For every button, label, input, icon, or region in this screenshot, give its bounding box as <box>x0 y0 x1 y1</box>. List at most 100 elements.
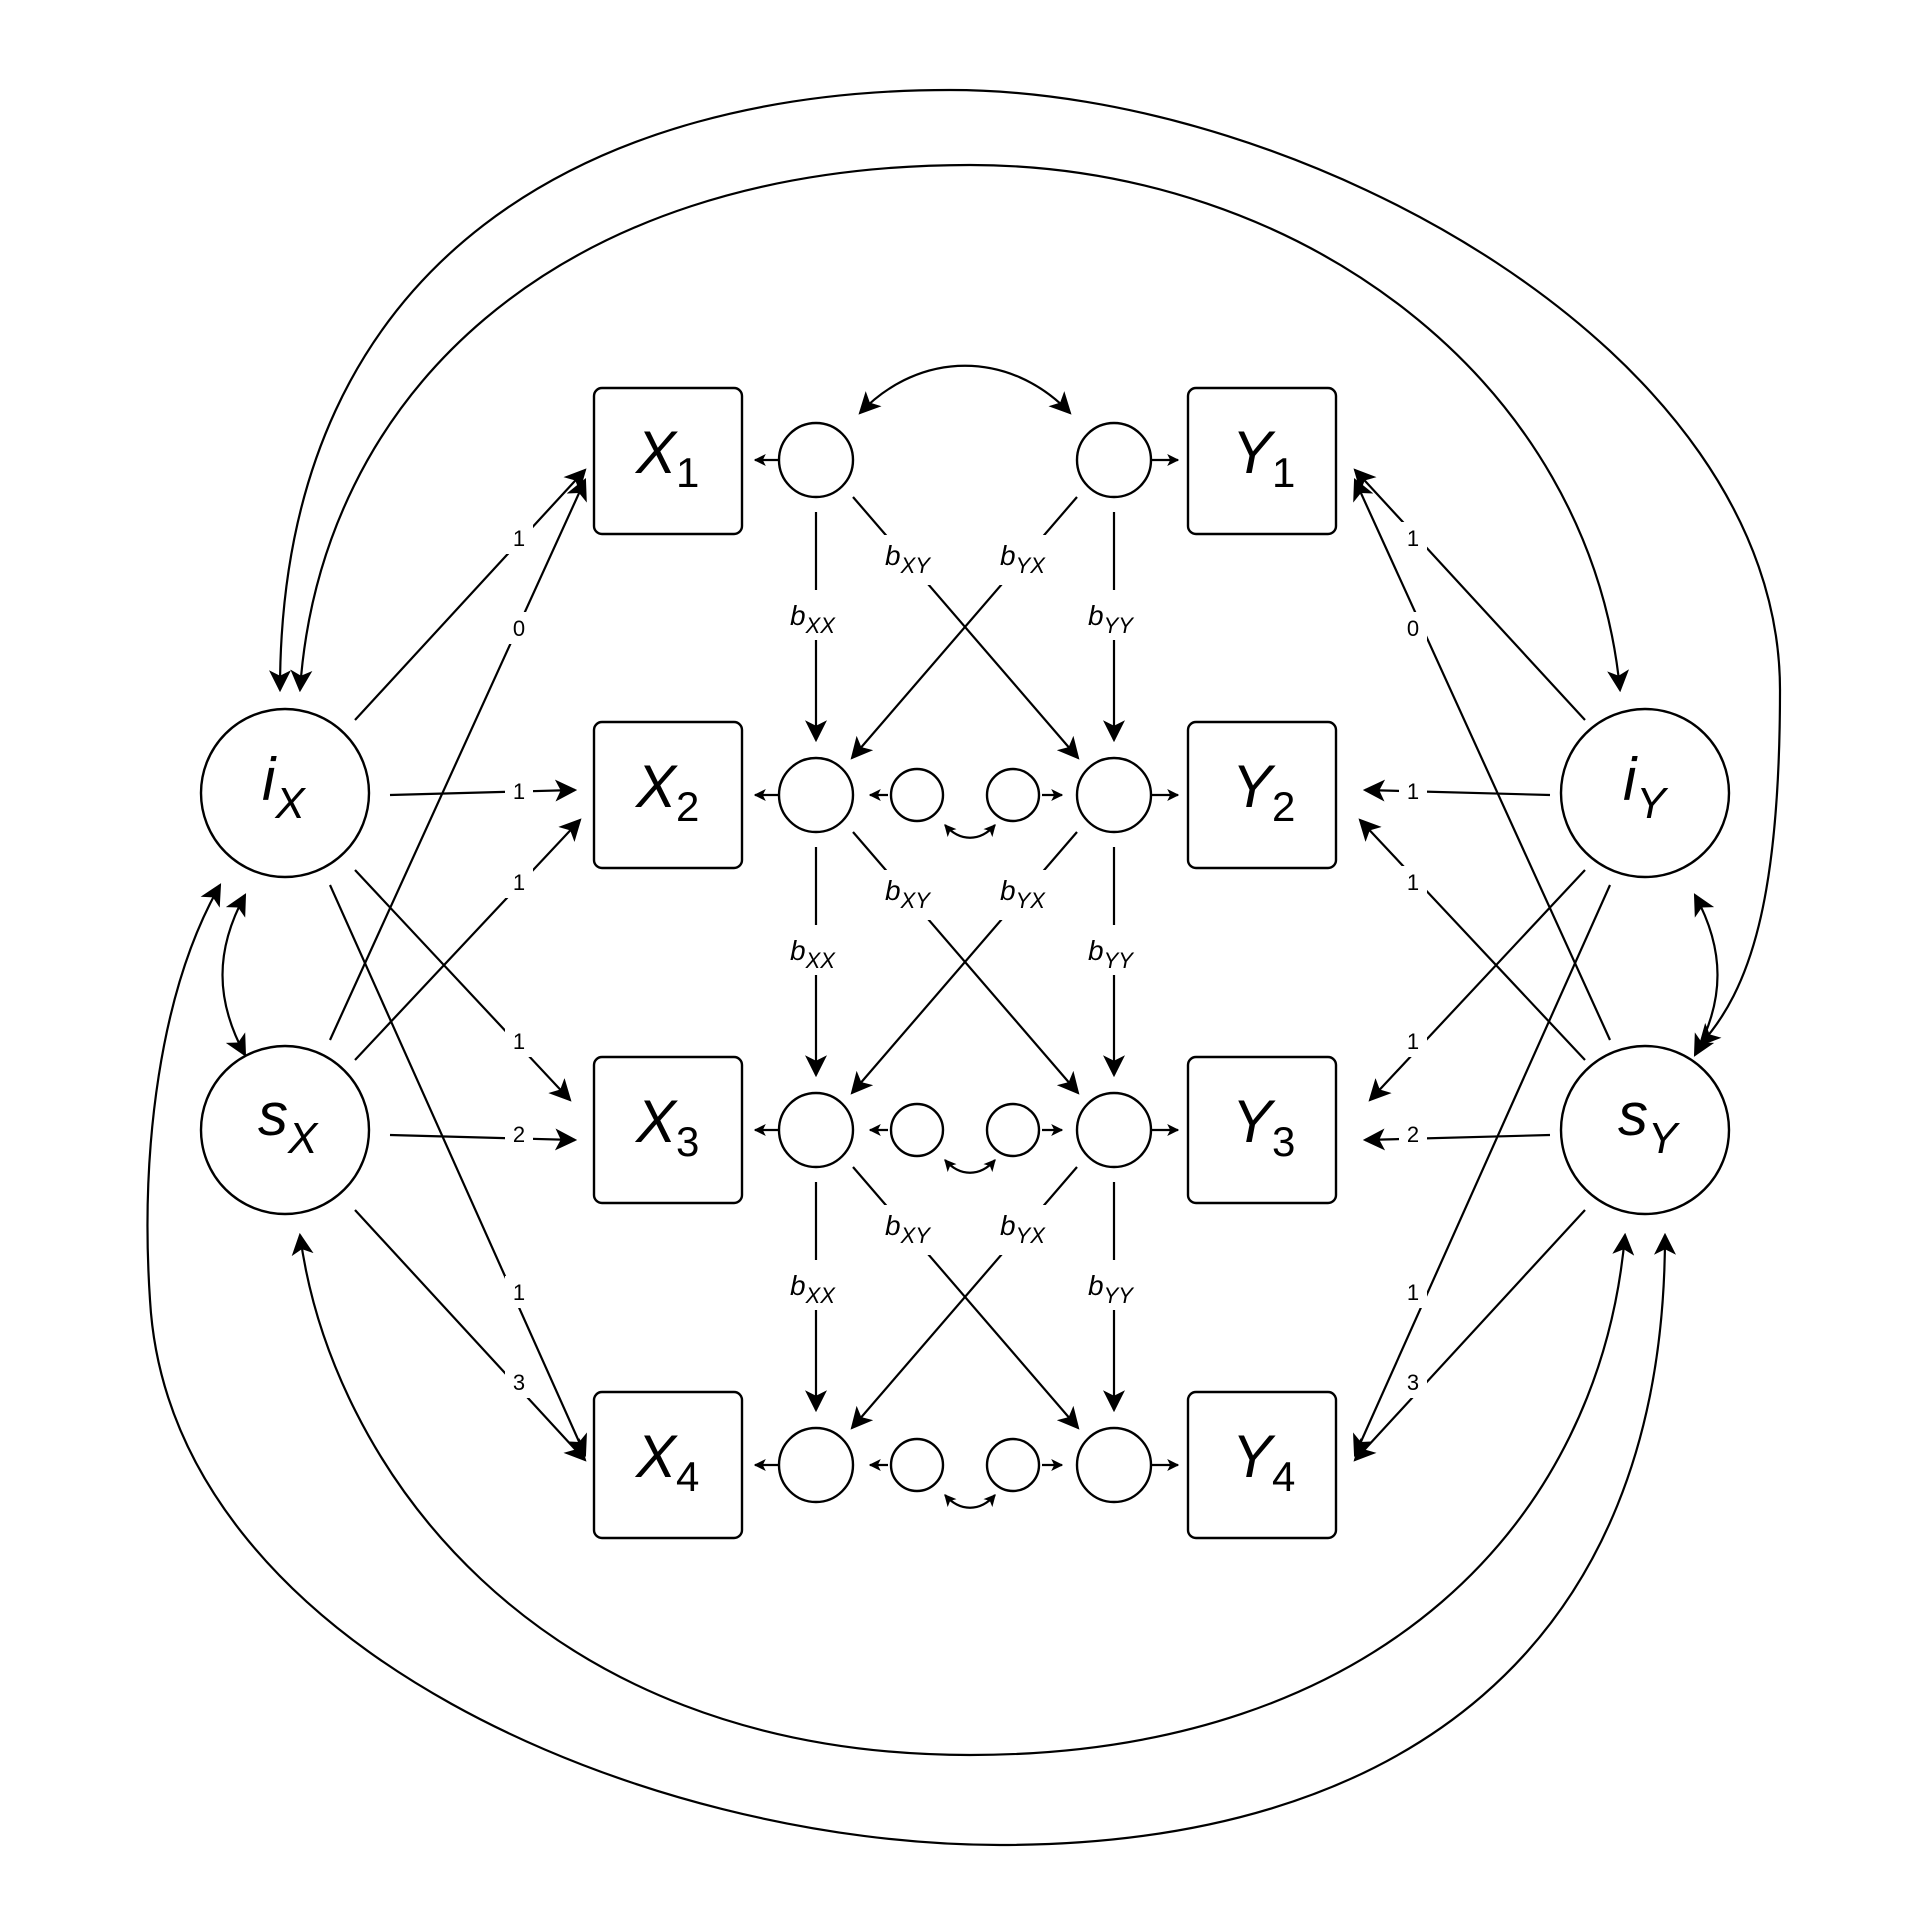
label-bxx-2: bXX <box>790 935 836 973</box>
observed-y2: Y2 <box>1186 720 1338 870</box>
loading-label-ix-x4: 1 <box>513 1280 525 1305</box>
svg-text:iX: iX <box>262 746 306 828</box>
loading-label-sy-y2: 1 <box>1407 870 1419 895</box>
loading-label-iy-y2: 1 <box>1407 779 1419 804</box>
observed-x2: X2 <box>592 720 744 870</box>
factor-covariances <box>146 88 1782 1847</box>
loading-sy-y1 <box>1353 477 1612 1041</box>
label-byx-1: bYX <box>1000 540 1046 578</box>
covariance-ix-sx <box>221 893 247 1057</box>
innov-covariance-t4 <box>944 1494 996 1509</box>
loading-sx-x1 <box>328 477 587 1041</box>
svg-text:sY: sY <box>1618 1081 1680 1163</box>
observed-y3: Y3 <box>1186 1055 1338 1205</box>
innov-covariance-t3 <box>944 1159 996 1174</box>
observed-x1: X1 <box>592 386 744 536</box>
loading-label-sy-y3: 2 <box>1407 1122 1419 1147</box>
factor-intercept-x: iX <box>199 707 371 879</box>
loading-label-iy-y4: 1 <box>1407 1280 1419 1305</box>
loading-label-iy-y1: 1 <box>1407 526 1419 551</box>
loading-ix-x1 <box>354 468 587 721</box>
label-byx-3: bYX <box>1000 1210 1046 1248</box>
loading-label-iy-y3: 1 <box>1407 1029 1419 1054</box>
residual-y2 <box>1075 756 1153 834</box>
residual-x3 <box>777 1091 855 1169</box>
svg-text:Y2: Y2 <box>1232 753 1295 830</box>
covariance-sx-sy-arc <box>291 1232 1635 1757</box>
loading-sy-y4 <box>1353 1209 1586 1462</box>
residual-y1 <box>1075 421 1153 499</box>
observed-y1: Y1 <box>1186 386 1338 536</box>
svg-text:X1: X1 <box>634 419 699 496</box>
innovation-y3 <box>985 1102 1041 1158</box>
loading-iy-y3 <box>1368 869 1586 1102</box>
factor-slope-y: sY <box>1559 1044 1731 1216</box>
innovation-y4 <box>985 1437 1041 1493</box>
loading-ix-x2 <box>389 779 578 802</box>
svg-text:X4: X4 <box>634 1423 699 1500</box>
loading-label-sx-x4: 3 <box>513 1370 525 1395</box>
loading-label-sy-y1: 0 <box>1407 616 1419 641</box>
innovation-y2 <box>985 767 1041 823</box>
label-bxy-2: bXY <box>885 875 931 913</box>
loading-sy-y3 <box>1362 1128 1551 1151</box>
residual-structure <box>753 364 1180 1509</box>
innov-covariance-t2 <box>944 824 996 839</box>
innovation-x2 <box>889 767 945 823</box>
loading-label-sy-y4: 3 <box>1407 1370 1419 1395</box>
covariance-ix-iy-arc <box>290 163 1630 693</box>
residual-y4 <box>1075 1426 1153 1504</box>
label-byy-2: bYY <box>1088 935 1134 973</box>
svg-text:Y1: Y1 <box>1232 419 1295 496</box>
svg-text:X3: X3 <box>634 1088 699 1165</box>
svg-text:Y4: Y4 <box>1232 1423 1295 1500</box>
loading-labels: 1 0 1 1 1 2 1 3 1 0 1 1 1 2 1 3 <box>505 522 1427 1398</box>
svg-text:sX: sX <box>258 1081 319 1163</box>
factor-intercept-y: iY <box>1559 707 1731 879</box>
svg-text:X2: X2 <box>634 753 699 830</box>
residual-x2 <box>777 756 855 834</box>
residual-y3 <box>1075 1091 1153 1169</box>
observed-x4: X4 <box>592 1390 744 1540</box>
loading-label-sx-x2: 1 <box>513 870 525 895</box>
covariance-sx-iy-arc <box>146 883 1676 1847</box>
residual-circles <box>777 421 1153 1504</box>
label-bxx-3: bXX <box>790 1270 836 1308</box>
factor-slope-x: sX <box>199 1044 371 1216</box>
observed-y4: Y4 <box>1186 1390 1338 1540</box>
loading-ix-x3 <box>354 869 572 1102</box>
loading-iy-y1 <box>1353 468 1586 721</box>
observed-variables: X1 X2 X3 X4 Y1 Y2 Y3 Y4 <box>592 386 1338 1540</box>
residual-x4 <box>777 1426 855 1504</box>
observed-x3: X3 <box>592 1055 744 1205</box>
loading-label-sx-x1: 0 <box>513 616 525 641</box>
loading-label-ix-x3: 1 <box>513 1029 525 1054</box>
label-byy-1: bYY <box>1088 600 1134 638</box>
factor-loadings <box>328 468 1612 1462</box>
innovation-x3 <box>889 1102 945 1158</box>
covariance-ix-sy-arc <box>269 88 1782 1047</box>
loading-iy-y2 <box>1362 779 1551 802</box>
path-labels: bXX bYY bXY bYX bXX bYY bXY bYX bXX bYY … <box>782 535 1148 1310</box>
loading-sx-x2 <box>354 818 582 1061</box>
svg-text:Y3: Y3 <box>1232 1088 1295 1165</box>
svg-text:iY: iY <box>1623 746 1668 828</box>
covariance-iy-sy <box>1693 893 1719 1057</box>
label-byy-3: bYY <box>1088 1270 1134 1308</box>
label-bxx-1: bXX <box>790 600 836 638</box>
loading-label-ix-x1: 1 <box>513 526 525 551</box>
residual-x1 <box>777 421 855 499</box>
label-bxy-3: bXY <box>885 1210 931 1248</box>
loading-label-ix-x2: 1 <box>513 779 525 804</box>
innovation-x4 <box>889 1437 945 1493</box>
label-byx-2: bYX <box>1000 875 1046 913</box>
loading-sx-x4 <box>354 1209 587 1462</box>
loading-iy-y4 <box>1353 884 1612 1458</box>
loading-ix-x4 <box>328 884 587 1458</box>
loading-label-sx-x3: 2 <box>513 1122 525 1147</box>
loading-sx-x3 <box>389 1128 578 1151</box>
residual-covariance-t1 <box>858 364 1072 415</box>
loading-sy-y2 <box>1358 818 1586 1061</box>
latent-factors: iX sX iY sY <box>199 707 1731 1216</box>
